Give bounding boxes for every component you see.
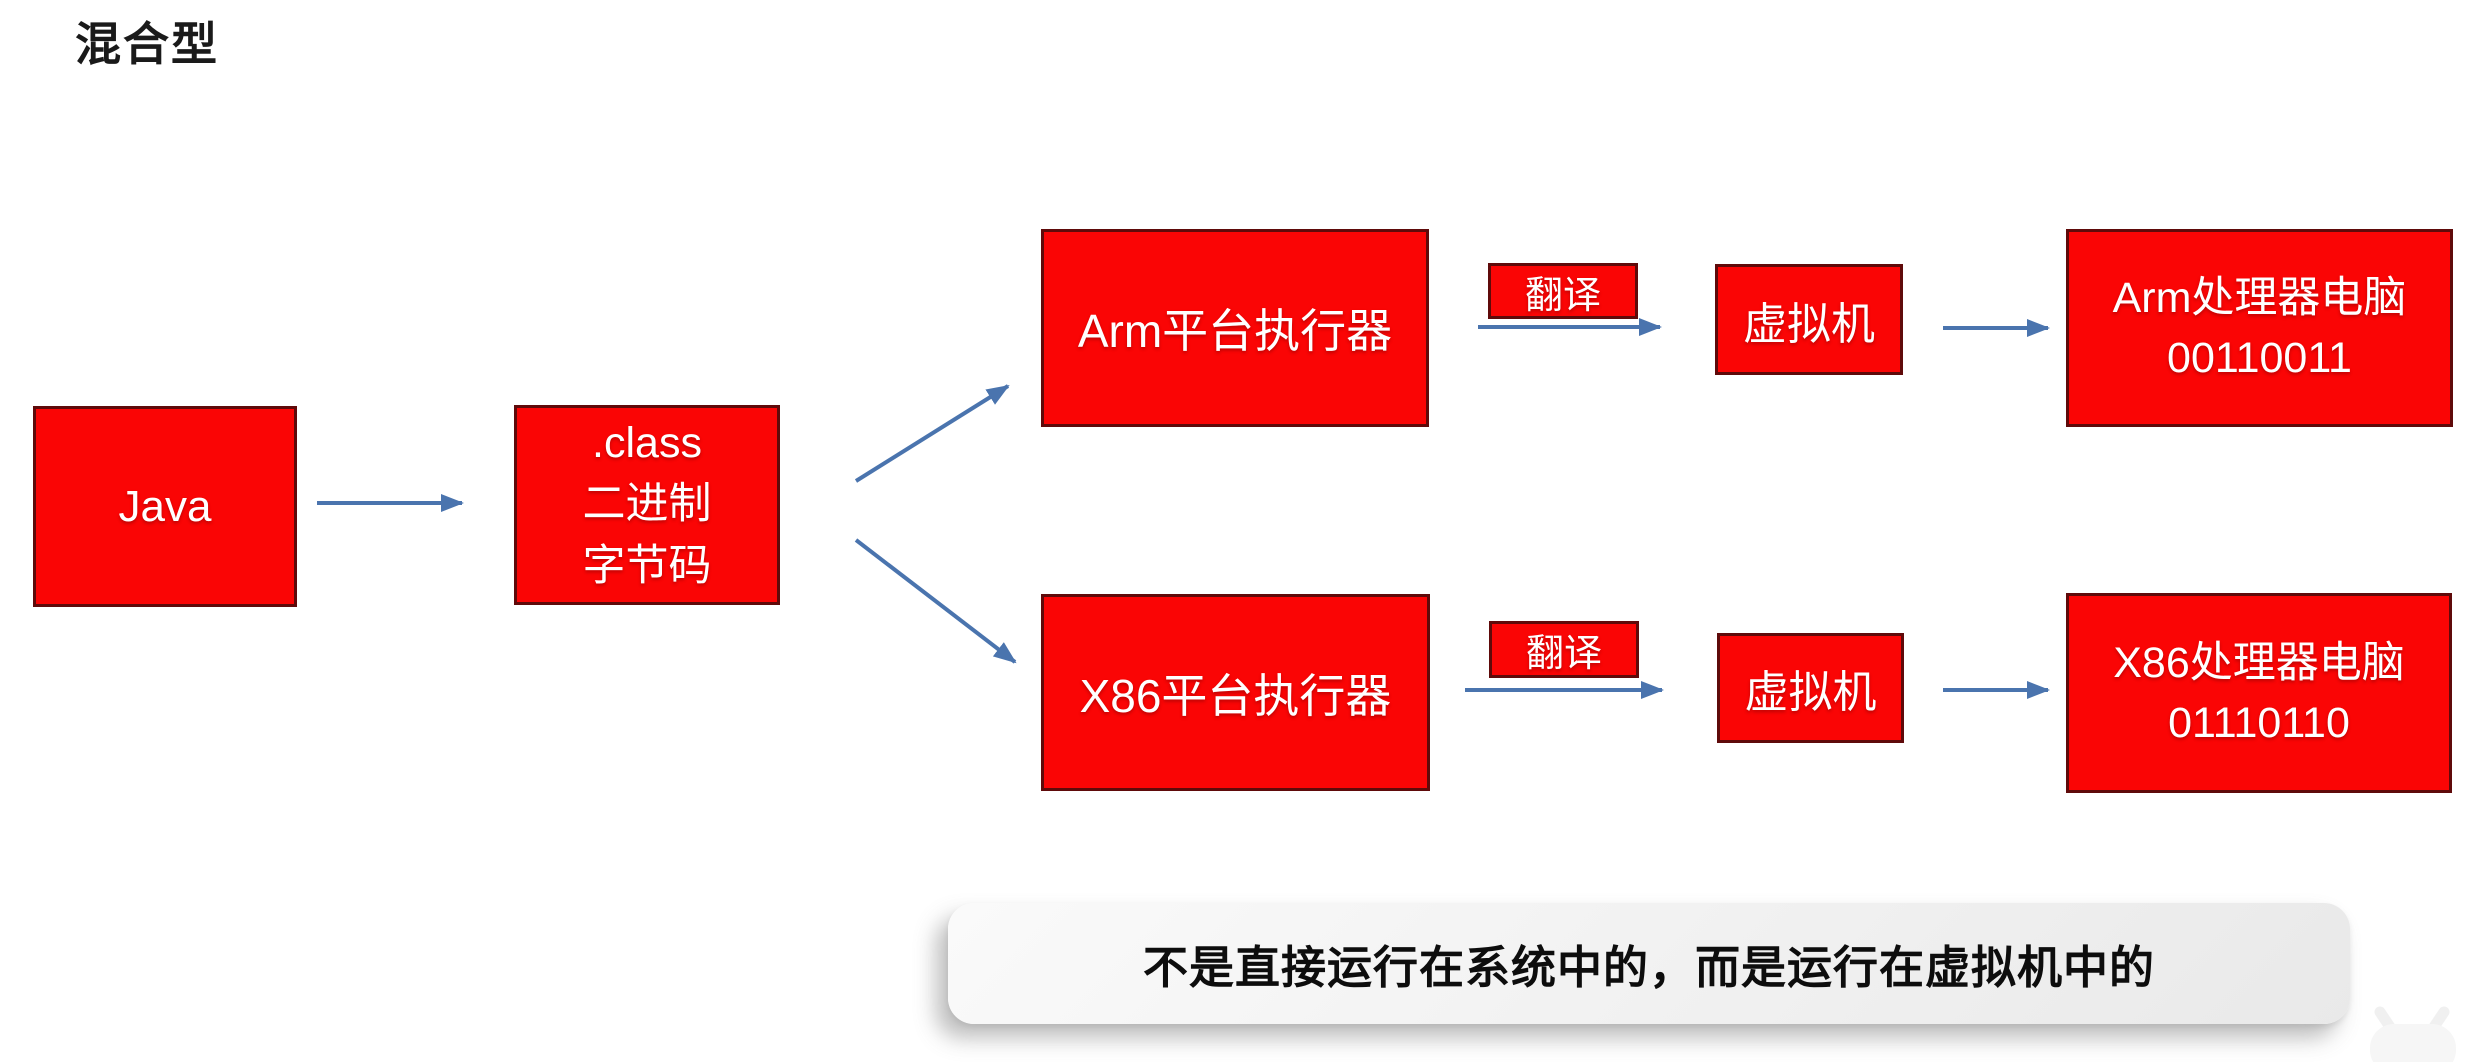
node-translate-top: 翻译: [1488, 263, 1638, 319]
page-title: 混合型: [75, 18, 219, 70]
node-java-label: Java: [118, 481, 212, 531]
android-watermark-icon: [2370, 1006, 2456, 1062]
node-vm-top-label: 虚拟机: [1743, 299, 1875, 349]
node-x86-executor: X86平台执行器: [1041, 594, 1430, 791]
node-vm-bottom-label: 虚拟机: [1744, 668, 1877, 717]
arrow-class-to-x86-executor-icon: [854, 538, 1017, 664]
node-class-line3: 字节码: [582, 541, 712, 590]
node-class-bytecode: .class 二进制 字节码: [514, 405, 780, 605]
node-vm-top: 虚拟机: [1715, 264, 1903, 375]
node-x86-computer-line1: X86处理器电脑: [2113, 638, 2405, 687]
node-vm-bottom: 虚拟机: [1717, 633, 1904, 743]
caption-banner: 不是直接运行在系统中的，而是运行在虚拟机中的: [948, 903, 2350, 1024]
node-arm-executor: Arm平台执行器: [1041, 229, 1429, 427]
node-x86-executor-label: X86平台执行器: [1079, 669, 1392, 722]
node-arm-computer-line2: 00110011: [2167, 334, 2352, 382]
node-arm-executor-label: Arm平台执行器: [1077, 305, 1393, 357]
node-arm-computer: Arm处理器电脑 00110011: [2066, 229, 2453, 427]
node-class-line1: .class: [592, 419, 702, 468]
arrow-class-to-arm-executor-icon: [854, 384, 1010, 483]
node-x86-computer-line2: 01110110: [2168, 699, 2350, 747]
node-x86-computer: X86处理器电脑 01110110: [2066, 593, 2452, 793]
node-class-line2: 二进制: [582, 480, 712, 529]
node-translate-top-label: 翻译: [1524, 274, 1601, 317]
node-java: Java: [33, 406, 297, 607]
node-translate-bottom-label: 翻译: [1525, 633, 1602, 675]
node-translate-bottom: 翻译: [1489, 621, 1639, 678]
node-arm-computer-line1: Arm处理器电脑: [2112, 273, 2407, 322]
caption-text: 不是直接运行在系统中的，而是运行在虚拟机中的: [1142, 942, 2155, 993]
